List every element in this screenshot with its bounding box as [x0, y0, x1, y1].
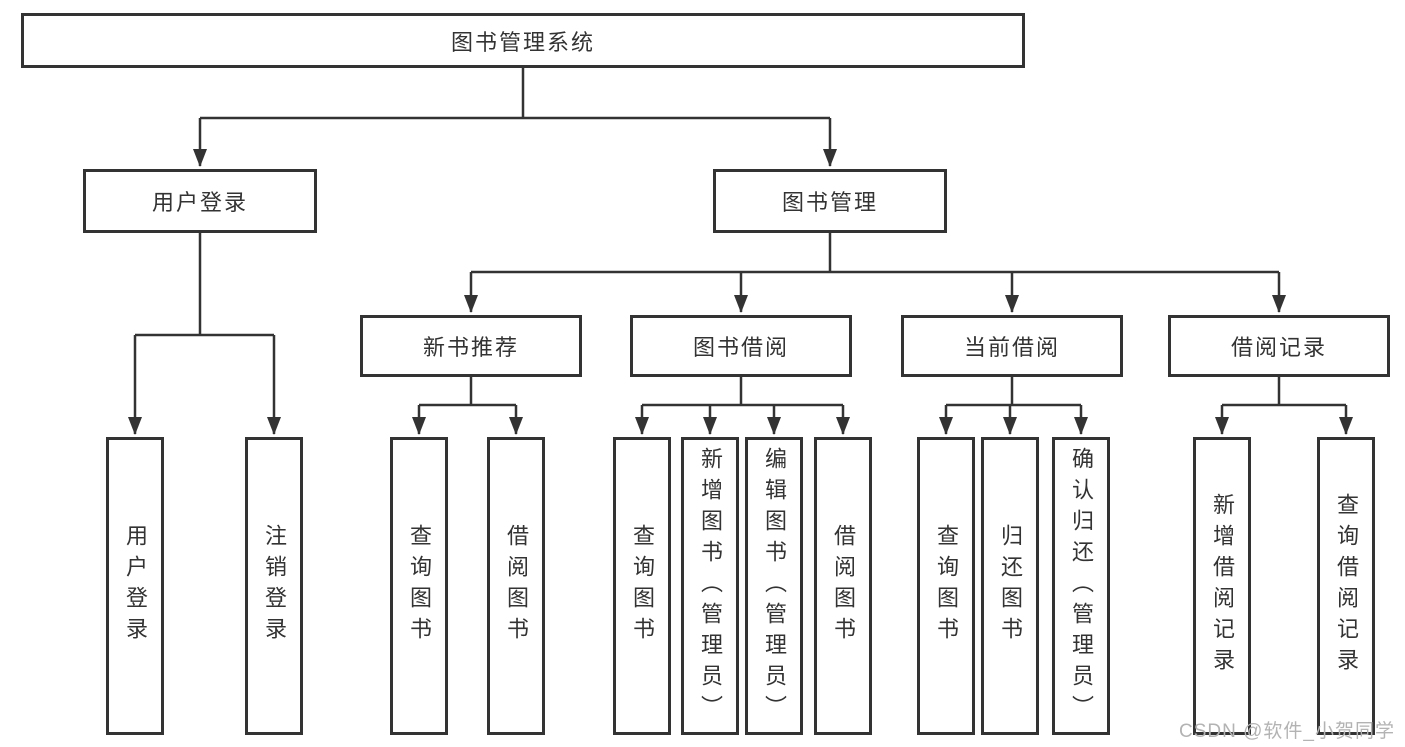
- node-label: 借阅图书: [504, 524, 529, 648]
- leaf-query-book-current: 查询图书: [917, 437, 975, 735]
- leaf-add-book-admin: 新增图书（管理员）: [681, 437, 739, 735]
- csdn-watermark: CSDN @软件_小贺同学: [1179, 721, 1395, 742]
- node-label: 当前借阅: [963, 335, 1060, 360]
- leaf-query-book-recommend: 查询图书: [390, 437, 448, 735]
- leaf-query-book-borrow: 查询图书: [613, 437, 671, 735]
- node-label: 用户登录: [151, 190, 248, 215]
- node-label: 查询图书: [934, 524, 959, 648]
- node-label: 归还图书: [998, 524, 1023, 648]
- node-label: 用户登录: [123, 524, 148, 648]
- node-label: 借阅记录: [1230, 335, 1327, 360]
- leaf-borrow-book: 借阅图书: [814, 437, 872, 735]
- node-label: 编辑图书（管理员）: [762, 446, 787, 726]
- leaf-return-book: 归还图书: [981, 437, 1039, 735]
- leaf-confirm-return-admin: 确认归还（管理员）: [1052, 437, 1110, 735]
- leaf-query-borrow-record: 查询借阅记录: [1317, 437, 1375, 735]
- node-user-login: 用户登录: [83, 169, 317, 233]
- leaf-borrow-book-recommend: 借阅图书: [487, 437, 545, 735]
- node-label: 查询图书: [407, 524, 432, 648]
- node-label: 新增图书（管理员）: [698, 446, 723, 726]
- node-label: 图书管理系统: [450, 29, 595, 55]
- node-book-borrow: 图书借阅: [630, 315, 852, 377]
- node-label: 确认归还（管理员）: [1069, 446, 1094, 726]
- leaf-logout: 注销登录: [245, 437, 303, 735]
- node-label: 查询借阅记录: [1334, 493, 1359, 679]
- leaf-edit-book-admin: 编辑图书（管理员）: [745, 437, 803, 735]
- node-borrow-records: 借阅记录: [1168, 315, 1390, 377]
- node-new-book-recommend: 新书推荐: [360, 315, 582, 377]
- node-label: 图书管理: [781, 190, 878, 215]
- node-label: 注销登录: [262, 524, 287, 648]
- node-label: 新增借阅记录: [1210, 493, 1235, 679]
- node-label: 图书借阅: [692, 335, 789, 360]
- leaf-add-borrow-record: 新增借阅记录: [1193, 437, 1251, 735]
- node-book-management: 图书管理: [713, 169, 947, 233]
- leaf-user-login: 用户登录: [106, 437, 164, 735]
- node-label: 查询图书: [630, 524, 655, 648]
- node-library-management-system: 图书管理系统: [21, 13, 1025, 68]
- node-current-borrow: 当前借阅: [901, 315, 1123, 377]
- node-label: 借阅图书: [831, 524, 856, 648]
- node-label: 新书推荐: [422, 335, 519, 360]
